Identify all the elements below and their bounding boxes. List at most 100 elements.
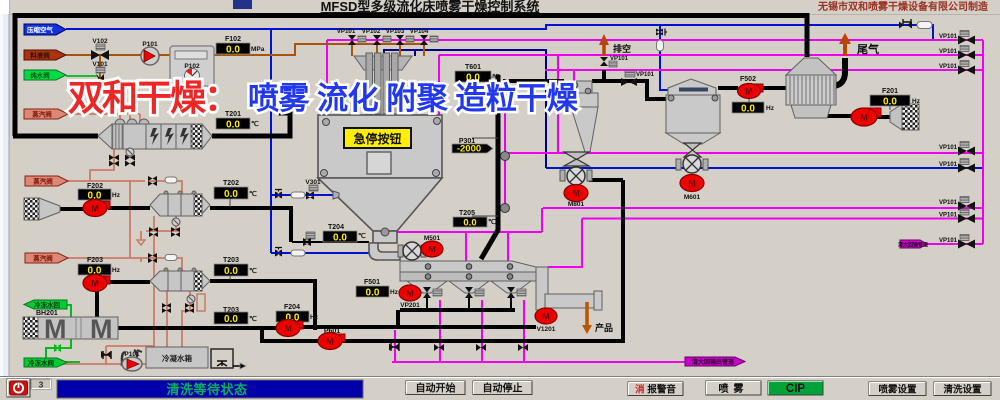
svg-text:F202: F202 bbox=[87, 183, 103, 190]
svg-text:-2000: -2000 bbox=[457, 144, 481, 155]
svg-text:F502: F502 bbox=[740, 76, 756, 83]
svg-text:清洗设置: 清洗设置 bbox=[943, 384, 982, 396]
svg-text:产品: 产品 bbox=[595, 322, 613, 333]
svg-text:0.0: 0.0 bbox=[463, 218, 476, 229]
svg-text:清大回输出管道: 清大回输出管道 bbox=[692, 358, 734, 366]
svg-text:MPa: MPa bbox=[251, 46, 265, 53]
svg-text:喷雾设置: 喷雾设置 bbox=[878, 384, 917, 396]
svg-text:0.0: 0.0 bbox=[88, 191, 102, 202]
svg-text:M: M bbox=[428, 245, 436, 255]
svg-text:消 报警音: 消 报警音 bbox=[635, 384, 676, 396]
svg-text:MFSD型多级流化床喷雾干燥控制系统: MFSD型多级流化床喷雾干燥控制系统 bbox=[321, 0, 540, 14]
svg-text:T601: T601 bbox=[465, 64, 481, 71]
svg-text:V101: V101 bbox=[92, 61, 108, 68]
svg-text:0.0: 0.0 bbox=[88, 266, 102, 277]
svg-text:VP101: VP101 bbox=[337, 28, 356, 35]
svg-text:Hz: Hz bbox=[112, 192, 121, 199]
svg-text:0.0: 0.0 bbox=[366, 288, 380, 299]
svg-text:双和干燥：: 双和干燥： bbox=[68, 77, 238, 118]
svg-text:喷雾: 喷雾 bbox=[719, 382, 749, 395]
svg-text:0.0: 0.0 bbox=[286, 313, 300, 324]
svg-text:M: M bbox=[406, 289, 414, 299]
svg-text:P101: P101 bbox=[124, 351, 140, 358]
svg-text:F201: F201 bbox=[882, 88, 898, 95]
svg-text:F203: F203 bbox=[87, 257, 103, 264]
svg-text:冷冻水阀: 冷冻水阀 bbox=[28, 358, 55, 367]
svg-text:0.0: 0.0 bbox=[224, 314, 238, 325]
svg-text:V102: V102 bbox=[92, 38, 108, 45]
svg-text:0.0: 0.0 bbox=[224, 189, 238, 200]
svg-text:压缩空气: 压缩空气 bbox=[27, 25, 54, 34]
svg-text:3: 3 bbox=[39, 380, 44, 390]
svg-text:P301: P301 bbox=[459, 138, 475, 145]
svg-text:0.0: 0.0 bbox=[333, 233, 347, 244]
svg-text:喷雾 流化 附聚 造粒干燥: 喷雾 流化 附聚 造粒干燥 bbox=[248, 81, 579, 116]
svg-text:T203: T203 bbox=[223, 257, 239, 264]
svg-text:V1201: V1201 bbox=[537, 326, 556, 333]
svg-text:T201: T201 bbox=[225, 111, 241, 118]
svg-text:F204: F204 bbox=[284, 304, 300, 311]
svg-text:冷冻水回: 冷冻水回 bbox=[34, 300, 61, 309]
svg-text:急停按钮: 急停按钮 bbox=[353, 131, 401, 146]
svg-text:0.0: 0.0 bbox=[741, 104, 755, 115]
svg-text:℃: ℃ bbox=[358, 232, 366, 240]
svg-text:Hz: Hz bbox=[390, 289, 399, 296]
svg-text:尾气: 尾气 bbox=[856, 42, 879, 56]
svg-text:纯水阀: 纯水阀 bbox=[30, 71, 50, 80]
svg-text:0.0: 0.0 bbox=[226, 120, 240, 131]
svg-text:VP101: VP101 bbox=[939, 64, 958, 70]
svg-text:0.0: 0.0 bbox=[224, 266, 238, 277]
svg-text:V301: V301 bbox=[305, 179, 321, 186]
svg-text:M: M bbox=[326, 337, 334, 347]
svg-text:VP101: VP101 bbox=[939, 145, 958, 151]
svg-text:℃: ℃ bbox=[251, 120, 259, 128]
svg-text:M: M bbox=[745, 87, 753, 97]
svg-text:M: M bbox=[860, 113, 868, 123]
svg-text:Hz: Hz bbox=[310, 314, 319, 321]
svg-text:清大回输管道: 清大回输管道 bbox=[898, 242, 928, 249]
svg-text:VP201: VP201 bbox=[400, 302, 420, 309]
svg-text:VP104: VP104 bbox=[410, 28, 429, 35]
svg-text:0.0: 0.0 bbox=[883, 97, 897, 108]
svg-text:VP101: VP101 bbox=[939, 49, 958, 55]
svg-text:M501: M501 bbox=[424, 235, 441, 242]
svg-text:P102: P102 bbox=[184, 63, 200, 70]
svg-text:料液阀: 料液阀 bbox=[30, 51, 50, 60]
svg-text:℃: ℃ bbox=[249, 267, 257, 275]
svg-text:无锡市双和喷雾干燥设备有限公司制造: 无锡市双和喷雾干燥设备有限公司制造 bbox=[817, 0, 989, 13]
svg-text:M: M bbox=[572, 189, 580, 199]
svg-text:T203: T203 bbox=[223, 307, 239, 314]
svg-text:蒸汽阀: 蒸汽阀 bbox=[33, 177, 53, 186]
svg-text:M801: M801 bbox=[568, 201, 585, 208]
svg-text:VP101: VP101 bbox=[939, 34, 958, 40]
svg-text:0.0: 0.0 bbox=[226, 45, 240, 56]
svg-text:VP103: VP103 bbox=[386, 28, 405, 35]
svg-text:M: M bbox=[44, 314, 67, 344]
svg-text:℃: ℃ bbox=[249, 190, 257, 198]
svg-text:清洗等待状态: 清洗等待状态 bbox=[166, 382, 247, 397]
svg-text:冷凝水箱: 冷凝水箱 bbox=[162, 353, 192, 363]
svg-text:T205: T205 bbox=[459, 210, 475, 217]
svg-text:F501: F501 bbox=[364, 279, 380, 286]
svg-text:VP101: VP101 bbox=[939, 162, 958, 168]
svg-text:M: M bbox=[542, 312, 550, 322]
svg-text:VP101: VP101 bbox=[939, 213, 958, 219]
svg-text:VP101: VP101 bbox=[939, 200, 958, 206]
svg-text:Hz: Hz bbox=[112, 267, 121, 274]
svg-text:M: M bbox=[688, 179, 696, 189]
svg-text:F102: F102 bbox=[225, 36, 241, 43]
svg-text:蒸汽阀: 蒸汽阀 bbox=[32, 110, 52, 119]
svg-text:℃: ℃ bbox=[492, 73, 500, 81]
svg-text:M: M bbox=[91, 279, 99, 289]
svg-text:M: M bbox=[90, 314, 113, 344]
svg-text:VP101: VP101 bbox=[939, 238, 958, 244]
svg-text:自动停止: 自动停止 bbox=[483, 382, 523, 395]
svg-text:M601: M601 bbox=[684, 194, 701, 201]
svg-text:Hz: Hz bbox=[766, 105, 775, 112]
svg-text:排空: 排空 bbox=[613, 43, 631, 54]
svg-text:自动开始: 自动开始 bbox=[416, 382, 456, 395]
svg-text:Hz: Hz bbox=[912, 98, 921, 105]
svg-text:VP102: VP102 bbox=[362, 28, 381, 35]
svg-text:0.0: 0.0 bbox=[466, 73, 480, 84]
svg-text:℃: ℃ bbox=[249, 315, 257, 323]
